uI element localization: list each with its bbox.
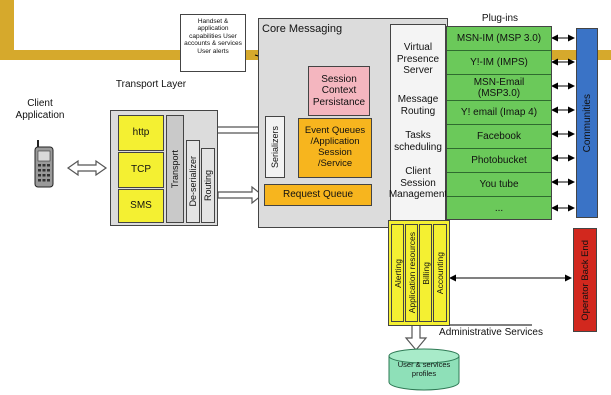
plugins-panel: MSN-IM (MSP 3.0) Y!-IM (IMPS) MSN-Email … [446, 26, 552, 220]
request-queue-box: Request Queue [264, 184, 372, 206]
protocol-sms: SMS [118, 189, 164, 223]
core-messaging-title: Core Messaging [262, 23, 343, 35]
handset-capabilities-note: Handset & application capabilities User … [180, 14, 246, 72]
core-function-presence: Virtual Presence Server [396, 42, 440, 76]
transport-bar: Transport [166, 115, 184, 223]
plugin-yahoo-email: Y! email (Imap 4) [447, 101, 551, 125]
core-function-scheduling: Tasks scheduling [394, 130, 442, 153]
plugins-title: Plug-ins [481, 13, 519, 24]
admin-billing: Billing [419, 224, 432, 322]
core-function-routing: Message Routing [397, 94, 439, 117]
plugin-photobucket: Photobucket [447, 149, 551, 173]
session-context-box: Session Context Persistance [308, 66, 370, 116]
plugin-youtube: You tube [447, 173, 551, 197]
routing-bar: Routing [201, 148, 215, 223]
protocol-http: http [118, 115, 164, 151]
communities-bar: Communities [576, 28, 598, 218]
plugin-facebook: Facebook [447, 125, 551, 149]
deserializer-bar: De-serializer [186, 140, 200, 223]
serializers-box: Serializers [265, 116, 285, 178]
user-profiles-database [388, 348, 460, 392]
event-queues-box: Event Queues /Application Session /Servi… [298, 118, 372, 178]
admin-accounting: Accounting [433, 224, 447, 322]
core-function-session-management: Client Session Management [388, 166, 448, 200]
plugin-yahoo-im: Y!-IM (IMPS) [447, 51, 551, 75]
admin-app-resources: Application resources [405, 224, 418, 322]
plugin-msn-email: MSN-Email (MSP3.0) [447, 75, 551, 101]
admin-alerting: Alerting [391, 224, 404, 322]
transport-layer-label: Transport Layer [115, 79, 187, 90]
mobile-phone-icon [32, 140, 56, 188]
operator-back-end-bar: Operator Back End [573, 228, 597, 332]
plugin-msn-im: MSN-IM (MSP 3.0) [447, 27, 551, 51]
protocol-tcp: TCP [118, 152, 164, 188]
plugin-more: ... [494, 202, 504, 214]
client-application-label: Client Application [15, 98, 65, 121]
user-profiles-label: User & services profiles [397, 360, 451, 378]
admin-services-label: Administrative Services [439, 327, 543, 338]
